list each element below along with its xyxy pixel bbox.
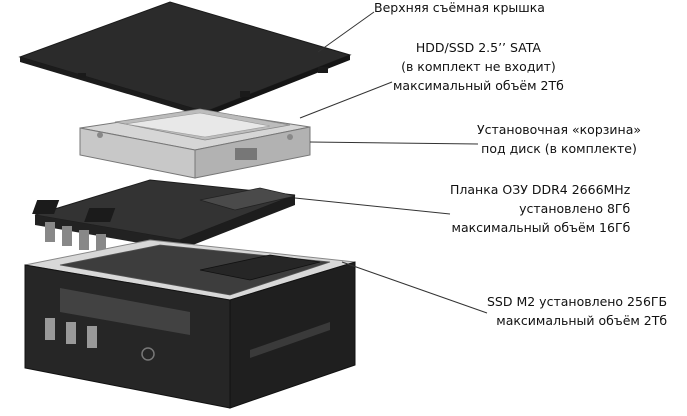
label-line: максимальный объём 16Гб [451,220,631,235]
top-cover [18,1,352,117]
leader-line-hdd [299,81,393,119]
label-line: установлено 8Гб [519,201,631,216]
label-line: Верхняя съёмная крышка [374,0,545,15]
ssd-m2 [199,254,321,281]
chip [32,200,60,214]
cover-clip [318,67,328,73]
usb-port [87,326,97,348]
label-line: HDD/SSD 2.5’’ SATA [415,40,541,55]
label-line: Планка ОЗУ DDR4 2666MHz [450,182,631,197]
usb-port [66,322,76,344]
label-top-cover: Верхняя съёмная крышка [374,0,545,17]
label-line: максимальный объём 2Тб [393,78,564,93]
label-line: Установочная «корзина» [477,122,642,137]
label-line: максимальный объём 2Тб [496,313,668,328]
cover-clip [78,73,86,78]
ram-module [199,187,296,211]
cover-clip [240,91,250,97]
sata-connector [235,148,257,160]
usb-port [62,226,72,246]
label-line: SSD M2 установлено 256ГБ [487,294,668,309]
hdd-in-cage [79,108,311,179]
label-hdd: HDD/SSD 2.5’’ SATA (в комплект не входит… [393,38,564,95]
chassis [24,239,356,409]
label-ssd: SSD M2 установлено 256ГБ максимальный об… [487,292,667,330]
leader-line-cage [309,141,479,145]
leader-lines [294,11,488,314]
label-cage: Установочная «корзина» под диск (в компл… [477,120,641,158]
label-line: (в комплект не входит) [401,59,556,74]
usb-port [96,234,106,254]
usb-port [45,318,55,340]
leader-line-cover [317,11,375,53]
leader-line-ssd [341,261,488,314]
power-button-icon [141,347,155,361]
leader-line-ram [294,197,451,215]
label-line: под диск (в комплекте) [481,141,637,156]
vent-grille [250,322,330,358]
label-ram: Планка ОЗУ DDR4 2666MHz установлено 8Гб … [450,180,630,237]
usb-port [45,222,55,242]
usb-port [79,230,89,250]
chip [84,208,116,222]
